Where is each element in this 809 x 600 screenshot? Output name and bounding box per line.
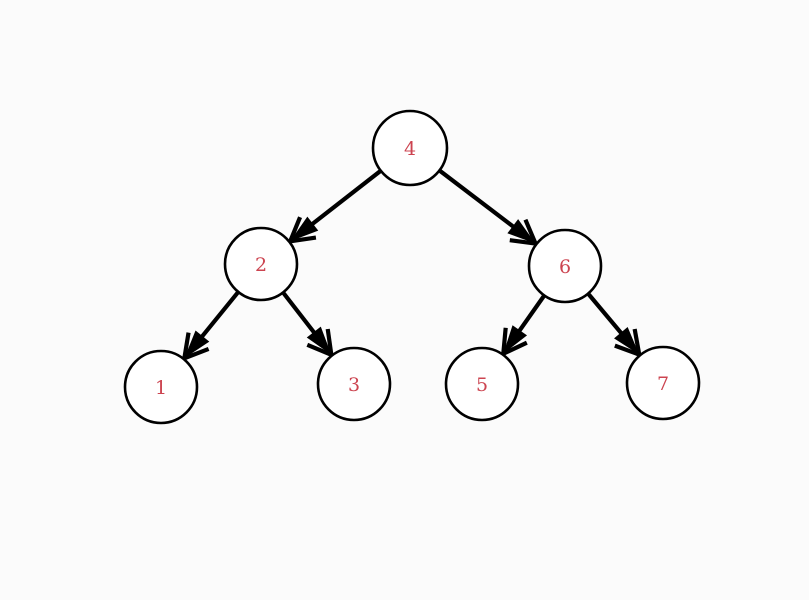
arrowhead-barb	[325, 328, 334, 356]
node-label-3: 3	[348, 374, 360, 396]
node-circle-2[interactable]	[223, 226, 299, 302]
edges-layer	[182, 169, 642, 361]
node-label-5: 5	[476, 374, 488, 396]
arrowhead-barb	[632, 328, 642, 356]
tree-node-5[interactable]: 5	[444, 346, 520, 422]
arrowhead-barb	[501, 327, 508, 354]
arrowhead-barb	[306, 342, 333, 357]
node-circle-1[interactable]	[123, 349, 199, 425]
arrowhead-barb	[289, 235, 317, 244]
node-label-6: 6	[559, 256, 571, 278]
node-circle-3[interactable]	[316, 346, 392, 422]
tree-edge-4-to-6	[438, 169, 538, 246]
arrowhead	[614, 326, 640, 355]
node-circle-4[interactable]	[371, 109, 449, 187]
node-label-4: 4	[404, 138, 416, 160]
arrowhead-barb	[509, 238, 536, 246]
arrowhead	[507, 219, 536, 244]
arrowhead-barb	[614, 343, 640, 357]
arrowhead	[306, 326, 332, 355]
tree-edge-2-to-1	[182, 291, 240, 361]
arrowhead-barb	[183, 346, 210, 361]
tree-node-4[interactable]: 4	[371, 109, 449, 187]
node-label-7: 7	[657, 373, 669, 395]
tree-node-6[interactable]: 6	[527, 228, 603, 304]
node-label-1: 1	[155, 377, 167, 399]
arrowhead-barb	[523, 218, 538, 245]
arrowhead	[184, 330, 210, 359]
arrowhead-barb	[288, 216, 303, 243]
tree-node-3[interactable]: 3	[316, 346, 392, 422]
tree-edge-6-to-7	[587, 293, 642, 357]
node-circle-6[interactable]	[527, 228, 603, 304]
tree-node-2[interactable]: 2	[223, 226, 299, 302]
arrowhead-barb	[182, 332, 191, 359]
arrowhead-barb	[502, 340, 528, 356]
node-circle-5[interactable]	[444, 346, 520, 422]
tree-node-1[interactable]: 1	[123, 349, 199, 425]
tree-edge-2-to-3	[282, 291, 334, 357]
nodes-layer: 4 2 6 1 3 5 7	[123, 109, 701, 425]
arrowhead	[503, 325, 528, 354]
node-label-2: 2	[255, 254, 267, 276]
tree-edge-6-to-5	[501, 295, 546, 356]
tree-node-7[interactable]: 7	[625, 345, 701, 421]
node-circle-7[interactable]	[625, 345, 701, 421]
arrowhead	[290, 216, 319, 242]
tree-edge-4-to-2	[288, 169, 382, 244]
